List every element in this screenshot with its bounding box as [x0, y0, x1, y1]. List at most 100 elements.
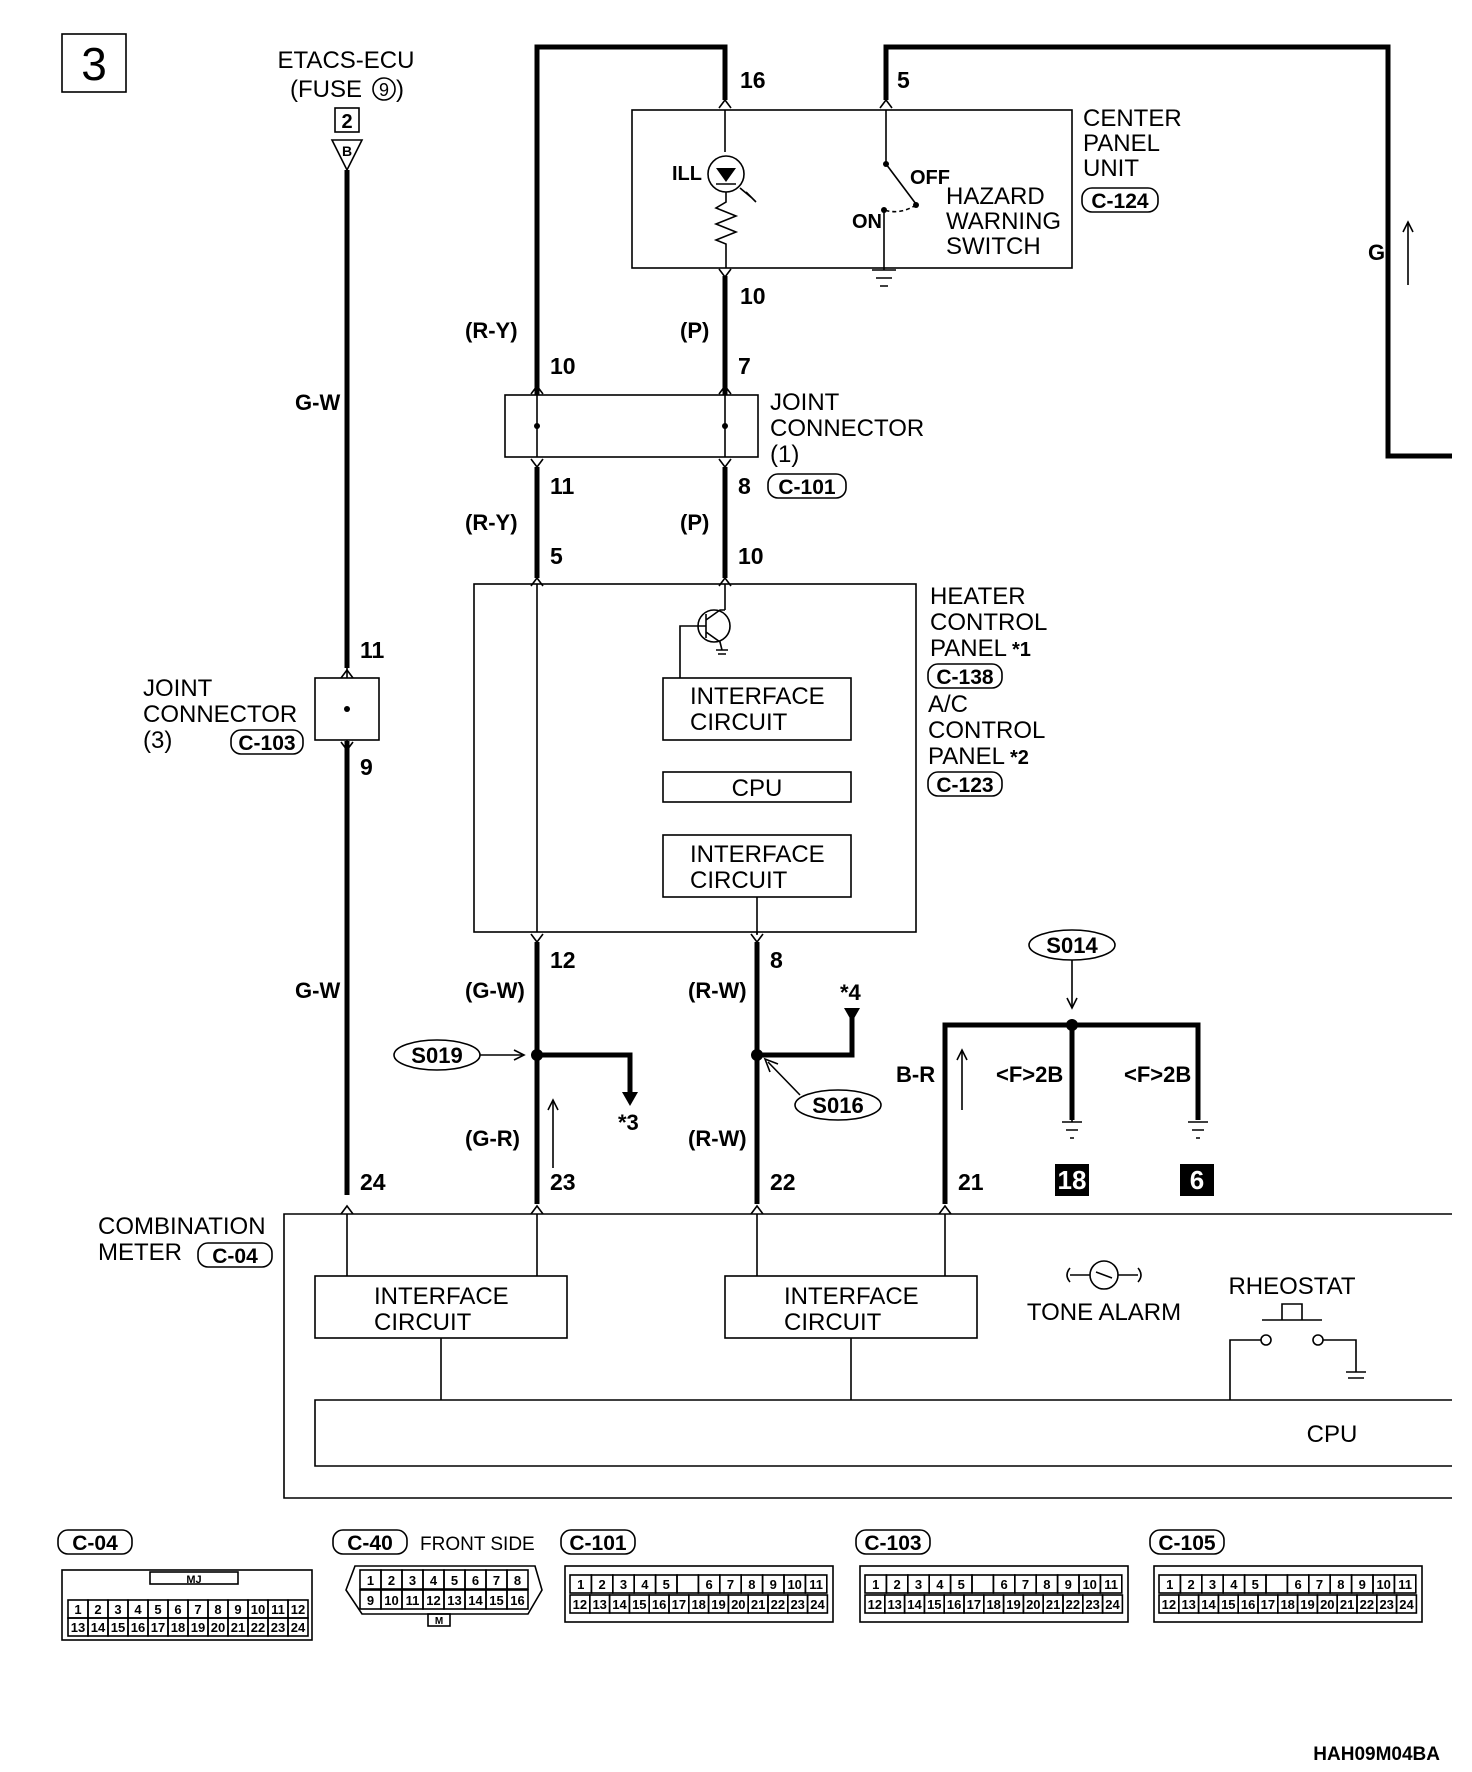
meter-title-2: METER	[98, 1239, 182, 1266]
wire-label-g: G	[1368, 240, 1385, 265]
etacs-connector-letter: B	[342, 143, 352, 159]
connector-pin-label: 17	[967, 1597, 981, 1612]
connector-pin-label: 24	[1399, 1597, 1414, 1612]
ground-icon-6	[1188, 1121, 1208, 1139]
connector-pin-label: 16	[652, 1597, 666, 1612]
wire-label-gw-upper: G-W	[295, 390, 340, 415]
hazard-switch-lever	[885, 163, 917, 205]
connector-pin-label: 20	[1320, 1597, 1334, 1612]
connector-pin-label: 7	[493, 1573, 500, 1588]
hcp-note-2: *2	[1010, 747, 1029, 769]
connector-pin-label: 17	[1261, 1597, 1275, 1612]
svg-text:MJ: MJ	[186, 1574, 201, 1586]
connector-pin-label: 20	[211, 1620, 225, 1635]
center-panel-unit-box	[631, 109, 1073, 269]
connector-pin-label: 9	[1065, 1577, 1072, 1592]
wire-ry-top	[534, 44, 728, 370]
connector-pin-label: 11	[1398, 1577, 1412, 1592]
connector-pin-label: 4	[1230, 1577, 1238, 1592]
connector-pin-label: 1	[74, 1602, 81, 1617]
wire-label-p-upper: (P)	[680, 318, 709, 343]
jc3-title-1: JOINT	[143, 675, 213, 702]
connector-pin-label: 20	[1026, 1597, 1040, 1612]
jc1-pin-out-right: 8	[738, 473, 751, 499]
hazard-ground-icon	[872, 262, 896, 287]
connector-pin-label: 16	[131, 1620, 145, 1635]
connector-pin-label: 20	[731, 1597, 745, 1612]
combination-meter-box	[283, 1213, 1452, 1499]
connector-pin-label: 11	[809, 1577, 823, 1592]
jc1-title-1: JOINT	[770, 389, 840, 416]
connector-pin-label: 11	[406, 1593, 420, 1608]
ac-title-1: A/C	[928, 691, 968, 718]
meter-cpu-box	[314, 1399, 1452, 1467]
jc3-connector: C-103	[238, 732, 295, 755]
connector-pin-label: 11	[271, 1602, 285, 1617]
connector-pin-label: 11	[1104, 1577, 1118, 1592]
connector-pin-label: 5	[663, 1577, 670, 1592]
wire-label-p-lower: (P)	[680, 510, 709, 535]
svg-text:C-04: C-04	[72, 1532, 118, 1555]
connector-cell	[804, 1574, 828, 1594]
connector-pin-label: 3	[915, 1577, 922, 1592]
connector-pin-label: 6	[1294, 1577, 1301, 1592]
etacs-connector-box	[334, 107, 360, 133]
etacs-fuse-number: 9	[379, 80, 389, 100]
ground-18: 18	[1058, 1165, 1087, 1195]
ground-icon-18	[1062, 1120, 1082, 1139]
hcp-pin-in-left: 5	[550, 543, 563, 569]
hcp-title-3: PANEL	[930, 635, 1007, 662]
jc1-title-3: (1)	[770, 441, 799, 468]
ac-title-2: CONTROL	[928, 717, 1045, 744]
splice-s014: S014	[1046, 933, 1098, 958]
note-4: *4	[840, 980, 862, 1005]
etacs-fuse-label: (FUSE	[290, 76, 362, 103]
wire-label-gw-lower: G-W	[295, 978, 340, 1003]
connector-key-slot	[971, 1574, 995, 1594]
ground-badge-18	[1055, 1164, 1089, 1196]
connector-pin-label: 15	[1221, 1597, 1235, 1612]
connector-cell	[1395, 1594, 1418, 1614]
connector-pin-label: 9	[1359, 1577, 1366, 1592]
page-number: 3	[81, 38, 107, 90]
cpu-pin-5: 5	[897, 67, 910, 93]
connector-pin-label: 1	[577, 1577, 584, 1592]
joint-connector-1-box	[504, 394, 759, 458]
jc3-pin-out: 9	[360, 754, 373, 780]
hazard-line-1: HAZARD	[946, 183, 1045, 210]
connector-pin-label: 1	[367, 1573, 374, 1588]
connector-pin-label: 14	[907, 1597, 922, 1612]
hcp-connector-1-badge	[927, 663, 1003, 689]
connector-pin-label: 3	[620, 1577, 627, 1592]
connector-pin-label: 14	[612, 1597, 627, 1612]
wire-label-gw-paren: (G-W)	[465, 978, 525, 1003]
connector-pin-label: 12	[1162, 1597, 1176, 1612]
etacs-title: ETACS-ECU	[278, 47, 415, 74]
connector-pin-label: 2	[388, 1573, 395, 1588]
connector-pin-label: 10	[1376, 1577, 1390, 1592]
connector-pin-label: 18	[691, 1597, 705, 1612]
wire-label-f2b-right: <F>2B	[1124, 1062, 1191, 1087]
hcp-title-2: CONTROL	[930, 609, 1047, 636]
hcp-connector-2: C-123	[936, 774, 993, 797]
jc1-title-2: CONNECTOR	[770, 415, 924, 442]
hcp-pin-out-left: 12	[550, 947, 576, 973]
center-panel-connector: C-124	[1091, 190, 1149, 213]
connector-pin-label: 5	[958, 1577, 965, 1592]
jc3-title-3: (3)	[143, 727, 172, 754]
connector-pin-label: 15	[111, 1620, 125, 1635]
connector-pin-label: 4	[134, 1602, 142, 1617]
wire-label-ry-lower: (R-Y)	[465, 510, 518, 535]
connector-pin-label: 23	[790, 1597, 804, 1612]
jc1-pin-out-left: 11	[550, 473, 575, 499]
connector-cell	[806, 1594, 829, 1614]
meter-interface-2-line-2: CIRCUIT	[784, 1309, 882, 1336]
connector-cell	[506, 1589, 529, 1610]
on-label: ON	[852, 211, 882, 233]
svg-text:FRONT SIDE: FRONT SIDE	[420, 1534, 535, 1555]
jc1-connector-badge	[767, 473, 847, 499]
